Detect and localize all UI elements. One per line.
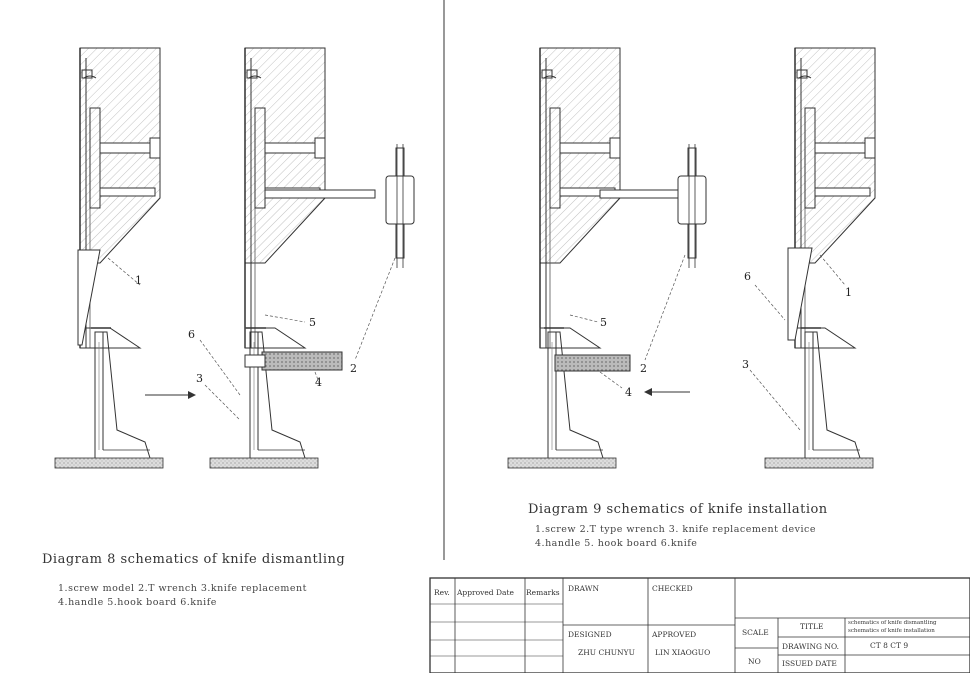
tb-issued-date-label: ISSUED DATE bbox=[782, 659, 837, 668]
tb-designed-label: DESIGNED bbox=[568, 630, 612, 639]
tb-drawing-no-value: CT 8 CT 9 bbox=[870, 641, 909, 650]
diagram-8-legend-line-2: 4.handle 5.hook board 6.knife bbox=[58, 597, 217, 608]
diagram-9-legend-line-1: 1.screw 2.T type wrench 3. knife replace… bbox=[535, 524, 816, 535]
diagram-8-callout-5: 5 bbox=[309, 316, 316, 329]
diagram-9-figure: 5 2 4 6 1 3 bbox=[507, 47, 876, 469]
diagram-9-title: Diagram 9 schematics of knife installati… bbox=[528, 502, 828, 517]
diagram-9-callout-1: 1 bbox=[845, 286, 852, 299]
tb-title-label: TITLE bbox=[800, 622, 824, 631]
tb-drawn-label: DRAWN bbox=[568, 584, 600, 593]
diagram-9-callout-2: 2 bbox=[640, 362, 647, 375]
tb-checked-label: CHECKED bbox=[652, 584, 693, 593]
diagram-9-callout-4: 4 bbox=[625, 386, 632, 399]
diagram-9-callout-3: 3 bbox=[742, 358, 749, 371]
tb-approved-date-label: Approved Date bbox=[457, 588, 514, 597]
tb-rev-label: Rev. bbox=[434, 588, 450, 597]
tb-designer-name: ZHU CHUNYU bbox=[578, 648, 635, 657]
diagram-9-callout-5: 5 bbox=[600, 316, 607, 329]
tb-no-label: NO bbox=[748, 657, 761, 666]
tb-drawing-no-label: DRAWING NO. bbox=[782, 642, 840, 651]
diagram-8-figure: 1 6 3 5 4 2 bbox=[54, 47, 415, 469]
diagram-8-callout-6: 6 bbox=[188, 328, 195, 341]
diagram-9-legend-line-2: 4.handle 5. hook board 6.knife bbox=[535, 538, 698, 549]
diagram-8-callout-4: 4 bbox=[315, 376, 322, 389]
tb-approver-name: LIN XIAOGUO bbox=[655, 648, 711, 657]
diagram-8-legend-line-1: 1.screw model 2.T wrench 3.knife replace… bbox=[58, 583, 307, 594]
tb-title-line-2: schematics of knife installation bbox=[848, 628, 935, 634]
diagram-8-callout-1: 1 bbox=[135, 274, 142, 287]
tb-title-line-1: schematics of knife dismantling bbox=[848, 620, 937, 626]
diagram-8-callout-3: 3 bbox=[196, 372, 203, 385]
tb-scale-label: SCALE bbox=[742, 628, 769, 637]
diagram-9-callout-6: 6 bbox=[744, 270, 751, 283]
tb-approved-label: APPROVED bbox=[652, 630, 697, 639]
tb-remarks-label: Remarks bbox=[526, 588, 560, 597]
diagram-8-title: Diagram 8 schematics of knife dismantlin… bbox=[42, 552, 346, 567]
diagram-8-callout-2: 2 bbox=[350, 362, 357, 375]
